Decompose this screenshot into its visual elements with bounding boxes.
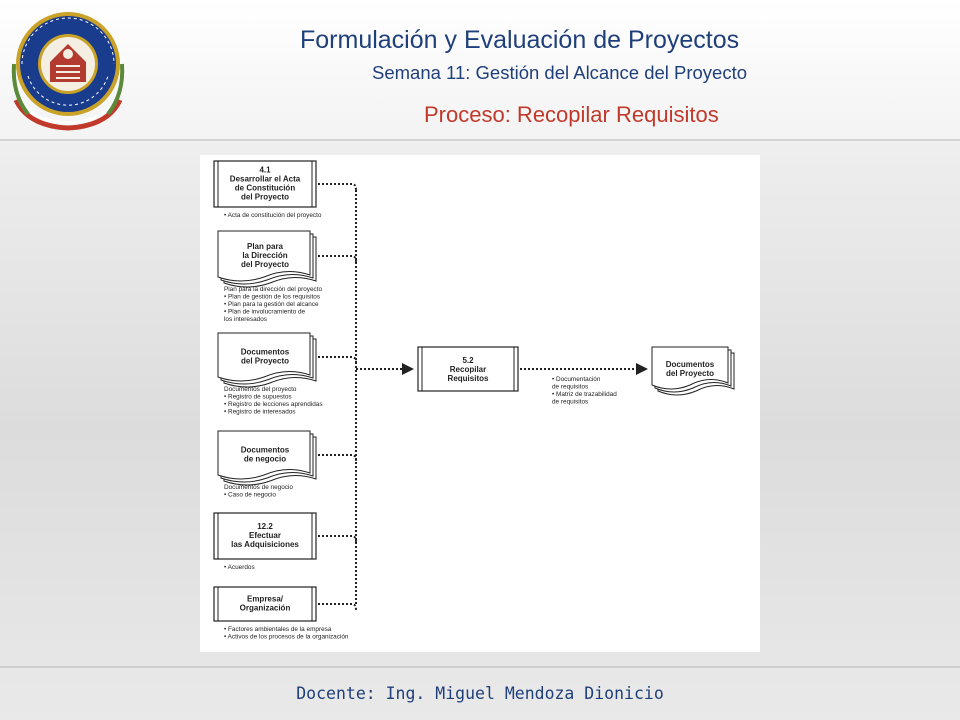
process-box-label: Requisitos bbox=[448, 374, 489, 383]
input-item: • Plan de involucramiento de bbox=[224, 309, 306, 316]
input-item: • Plan para la gestión del alcance bbox=[224, 301, 319, 308]
connector-3 bbox=[318, 356, 357, 364]
connector-5 bbox=[318, 535, 357, 543]
input-box-label: la Dirección bbox=[242, 251, 287, 260]
input-box-label: las Adquisiciones bbox=[231, 540, 299, 549]
input-item: • Activos de los procesos de la organiza… bbox=[224, 634, 349, 641]
output-box-label: Documentos bbox=[666, 360, 715, 369]
input-box-3 bbox=[217, 332, 311, 382]
footer-teacher: Docente: Ing. Miguel Mendoza Dionicio bbox=[296, 684, 664, 703]
input-item: • Factores ambientales de la empresa bbox=[224, 626, 332, 633]
input-item: Documentos del proyecto bbox=[224, 386, 297, 393]
process-title: Proceso: Recopilar Requisitos bbox=[424, 102, 719, 127]
output-item: • Matriz de trazabilidad bbox=[552, 391, 617, 398]
input-item: los interesados bbox=[224, 316, 267, 323]
input-box-label: 4.1 bbox=[259, 166, 271, 175]
output-item: • Documentación bbox=[552, 376, 601, 383]
slide-subtitle: Semana 11: Gestión del Alcance del Proye… bbox=[372, 62, 748, 83]
input-box-label: Plan para bbox=[247, 242, 284, 251]
header-band bbox=[0, 0, 960, 140]
input-box-label: del Proyecto bbox=[241, 260, 289, 269]
output-item: de requisitos bbox=[552, 399, 588, 406]
process-box-label: Recopilar bbox=[450, 365, 486, 374]
output-item: de requisitos bbox=[552, 384, 588, 391]
input-box-label: Documentos bbox=[241, 446, 290, 455]
connector-4 bbox=[318, 454, 357, 462]
input-box-label: de negocio bbox=[244, 455, 286, 464]
input-item: • Plan de gestión de los requisitos bbox=[224, 294, 320, 301]
input-box-6 bbox=[213, 586, 317, 622]
process-box-recopilar bbox=[417, 346, 519, 392]
input-item: • Acta de constitución del proyecto bbox=[224, 212, 322, 219]
input-box-label: del Proyecto bbox=[241, 193, 289, 202]
input-box-2 bbox=[217, 230, 311, 282]
input-box-5 bbox=[213, 512, 317, 560]
input-box-4 bbox=[217, 430, 311, 480]
input-box-label: Documentos bbox=[241, 348, 290, 357]
input-box-label: Desarrollar el Acta bbox=[230, 175, 301, 184]
university-logo bbox=[8, 4, 128, 132]
footer-separator bbox=[0, 666, 960, 668]
input-box-label: Organización bbox=[240, 604, 291, 613]
output-box-documentos bbox=[651, 346, 729, 390]
connector-2 bbox=[318, 255, 357, 263]
slide-title-text: Formulación y Evaluación de Proyectos bbox=[300, 26, 740, 54]
connector-1 bbox=[318, 183, 357, 191]
input-box-label: 12.2 bbox=[257, 522, 273, 531]
input-item: • Acuerdos bbox=[224, 564, 255, 571]
process-box-label: 5.2 bbox=[462, 356, 474, 365]
connector-6 bbox=[318, 603, 357, 611]
input-item: • Registro de supuestos bbox=[224, 394, 292, 401]
input-item: • Registro de interesados bbox=[224, 409, 296, 416]
output-box-label: del Proyecto bbox=[666, 369, 714, 378]
input-item: • Caso de negocio bbox=[224, 492, 276, 499]
slide-title: Formulación y Evaluación de Proyectos bbox=[300, 26, 960, 55]
input-item: Documentos de negocio bbox=[224, 484, 293, 491]
input-item: Plan para la dirección del proyecto bbox=[224, 286, 322, 293]
header-separator bbox=[0, 139, 960, 141]
input-item: • Registro de lecciones aprendidas bbox=[224, 401, 323, 408]
input-box-1 bbox=[213, 160, 317, 208]
input-box-label: de Constitución bbox=[235, 184, 296, 193]
input-box-label: Efectuar bbox=[249, 531, 281, 540]
input-box-label: Empresa/ bbox=[247, 595, 284, 604]
input-box-label: del Proyecto bbox=[241, 357, 289, 366]
